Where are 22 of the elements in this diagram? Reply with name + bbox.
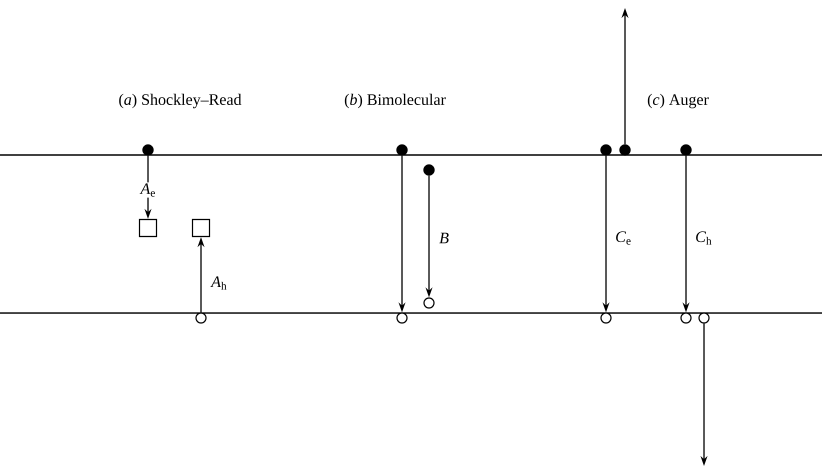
edge-label: B bbox=[438, 232, 450, 244]
process-label: (c) Auger bbox=[648, 94, 709, 108]
node-circle bbox=[195, 312, 207, 324]
edge-label: C$_{e}$ bbox=[614, 230, 632, 246]
node-circle bbox=[423, 297, 435, 309]
node-dot bbox=[619, 144, 631, 156]
node-dot bbox=[396, 144, 408, 156]
node-circle bbox=[698, 312, 710, 324]
node-circle bbox=[396, 312, 408, 324]
trap-square bbox=[192, 218, 210, 238]
process-label: (a) Shockley–Read bbox=[119, 94, 242, 108]
node-dot bbox=[600, 144, 612, 156]
edge-label: A$_{e}$ bbox=[140, 182, 157, 198]
edge-label: C$_{h}$ bbox=[694, 230, 714, 246]
node-circle bbox=[680, 312, 692, 324]
node-circle bbox=[600, 312, 612, 324]
edge-label: A$_{h}$ bbox=[210, 275, 228, 291]
trap-square bbox=[138, 218, 158, 238]
process-label: (b) Bimolecular bbox=[344, 94, 446, 108]
node-dot bbox=[680, 144, 692, 156]
node-dot bbox=[423, 164, 435, 176]
node-dot bbox=[142, 144, 154, 156]
